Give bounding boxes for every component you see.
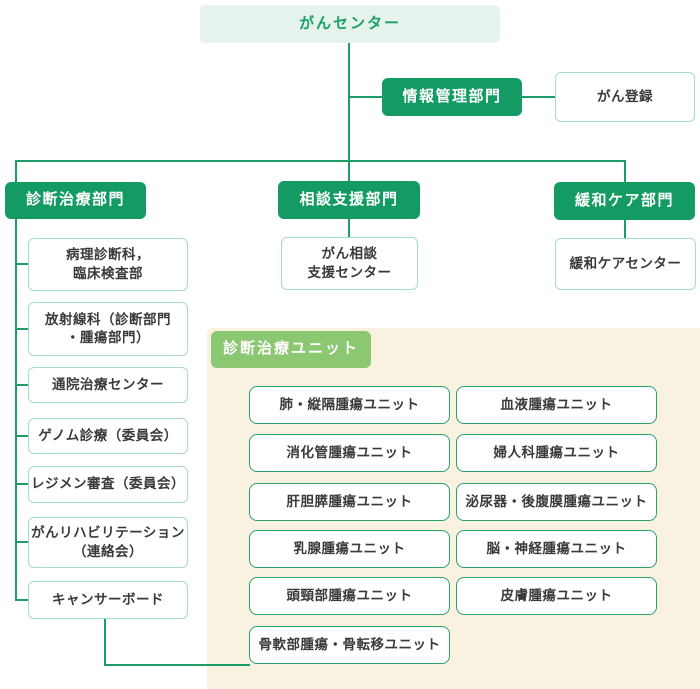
child-box-label: 放射線科（診断部門 ・腫瘍部門） <box>45 311 171 345</box>
unit-box-head-neck: 頭頸部腫瘍ユニット <box>249 577 450 615</box>
child-box-label: 緩和ケアセンター <box>569 255 682 271</box>
child-box-label: ゲノム診療（委員会） <box>38 427 178 443</box>
child-box-label: がんリハビリテーション （連絡会） <box>31 525 185 559</box>
child-box-cancer-registry: がん登録 <box>555 72 695 122</box>
connector-line <box>15 160 17 601</box>
unit-panel-title-label: 診断治療ユニット <box>222 340 359 358</box>
dept-box-label: 診断治療部門 <box>25 191 125 209</box>
connector-line <box>104 664 250 666</box>
connector-line <box>15 541 28 543</box>
unit-box-label: 婦人科腫瘍ユニット <box>493 444 620 460</box>
child-box-consultation-center: がん相談 支援センター <box>281 237 418 290</box>
connector-line <box>348 43 350 162</box>
unit-box-urologic-retroperitoneal: 泌尿器・後腹膜腫瘍ユニット <box>456 483 657 521</box>
unit-box-label: 頭頸部腫瘍ユニット <box>286 587 413 603</box>
unit-box-hematologic: 血液腫瘍ユニット <box>456 386 657 424</box>
unit-box-lung-mediastinal: 肺・縦隔腫瘍ユニット <box>249 386 450 424</box>
unit-box-hepatobiliary-pancreatic: 肝胆膵腫瘍ユニット <box>249 483 450 521</box>
unit-box-label: 脳・神経腫瘍ユニット <box>486 540 627 556</box>
connector-line <box>104 619 106 666</box>
unit-box-label: 肺・縦隔腫瘍ユニット <box>279 396 420 412</box>
child-box-label: 通院治療センター <box>52 376 164 392</box>
child-box-palliative-center: 緩和ケアセンター <box>555 238 696 290</box>
unit-box-label: 肝胆膵腫瘍ユニット <box>286 493 413 509</box>
child-box-label: 病理診断科， 臨床検査部 <box>66 247 150 281</box>
unit-box-brain-nervous: 脳・神経腫瘍ユニット <box>456 530 657 568</box>
child-box-label: キャンサーボード <box>52 591 164 607</box>
dept-box-label: 緩和ケア部門 <box>574 191 674 209</box>
connector-line <box>15 599 28 601</box>
child-box-cancer-board: キャンサーボード <box>28 581 188 619</box>
connector-line <box>348 96 382 98</box>
dept-box-information-management: 情報管理部門 <box>382 78 522 116</box>
connector-line <box>15 263 28 265</box>
root-box-label: がんセンター <box>298 14 401 32</box>
connector-line <box>15 483 28 485</box>
child-box-rehabilitation: がんリハビリテーション （連絡会） <box>28 517 188 568</box>
unit-panel-title: 診断治療ユニット <box>211 331 371 368</box>
unit-box-breast: 乳腺腫瘍ユニット <box>249 530 450 568</box>
unit-box-label: 皮膚腫瘍ユニット <box>500 587 613 603</box>
unit-box-label: 泌尿器・後腹膜腫瘍ユニット <box>465 493 648 509</box>
child-box-label: がん登録 <box>597 88 653 104</box>
connector-line <box>15 384 28 386</box>
unit-box-label: 血液腫瘍ユニット <box>500 396 613 412</box>
connector-line <box>522 96 555 98</box>
unit-box-gastrointestinal: 消化管腫瘍ユニット <box>249 434 450 472</box>
unit-box-skin: 皮膚腫瘍ユニット <box>456 577 657 615</box>
connector-line <box>15 160 626 162</box>
child-box-regimen-review: レジメン審査（委員会） <box>28 466 188 503</box>
child-box-label: がん相談 支援センター <box>307 246 392 280</box>
unit-box-bone-soft-tissue: 骨軟部腫瘍・骨転移ユニット <box>249 626 450 664</box>
dept-box-diagnosis-treatment: 診断治療部門 <box>5 182 146 219</box>
child-box-radiology: 放射線科（診断部門 ・腫瘍部門） <box>28 302 188 356</box>
dept-box-label: 情報管理部門 <box>402 87 502 105</box>
dept-box-consultation-support: 相談支援部門 <box>278 181 420 219</box>
child-box-outpatient-treatment: 通院治療センター <box>28 367 188 403</box>
dept-box-label: 相談支援部門 <box>299 190 399 208</box>
connector-line <box>15 328 28 330</box>
child-box-pathology: 病理診断科， 臨床検査部 <box>28 238 188 291</box>
unit-box-label: 乳腺腫瘍ユニット <box>293 540 406 556</box>
unit-box-gynecologic: 婦人科腫瘍ユニット <box>456 434 657 472</box>
child-box-label: レジメン審査（委員会） <box>31 476 185 492</box>
unit-box-label: 骨軟部腫瘍・骨転移ユニット <box>258 636 441 652</box>
unit-box-label: 消化管腫瘍ユニット <box>286 444 413 460</box>
dept-box-palliative-care: 緩和ケア部門 <box>554 182 695 220</box>
root-box-cancer-center: がんセンター <box>200 5 500 43</box>
child-box-genome-medicine: ゲノム診療（委員会） <box>28 418 188 454</box>
connector-line <box>15 435 28 437</box>
